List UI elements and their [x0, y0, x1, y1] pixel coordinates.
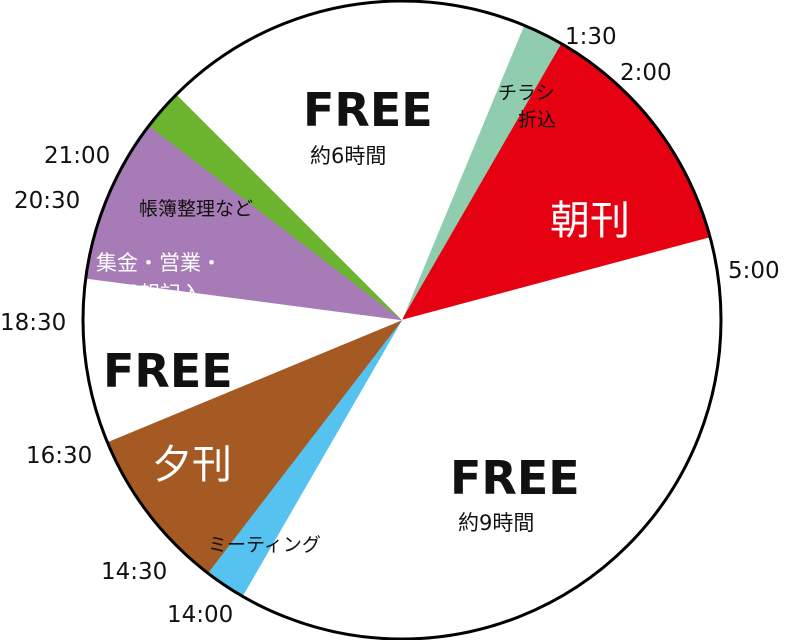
slice-label-free-9h: FREE [450, 451, 580, 505]
time-label-0130: 1:30 [565, 24, 617, 50]
slice-label-shuukin-2: 日報記入 [118, 282, 202, 306]
slice-label-free-6h: FREE [303, 83, 433, 137]
time-label-2030: 20:30 [14, 188, 80, 214]
slice-label-free-6h-sub: 約6時間 [310, 144, 386, 168]
slice-label-choubo: 帳簿整理など [139, 198, 253, 220]
pie-outline [81, 0, 723, 640]
time-label-1830: 18:30 [0, 310, 66, 336]
slice-label-free-9h-sub: 約9時間 [458, 511, 534, 535]
slice-label-shuukin-1: 集金・営業・ [96, 251, 222, 275]
slice-label-choukan: 朝刊 [550, 198, 630, 244]
slice-label-chirashi-1: チラシ [498, 82, 555, 104]
time-label-0500: 5:00 [728, 258, 780, 284]
slice-label-free-evening: FREE [103, 344, 233, 398]
slice-label-yuukan: 夕刊 [152, 442, 232, 488]
time-label-1630: 16:30 [26, 443, 92, 469]
time-label-2100: 21:00 [44, 143, 110, 169]
time-label-1400: 14:00 [167, 602, 233, 628]
time-label-0200: 2:00 [620, 60, 672, 86]
time-label-1430: 14:30 [101, 559, 167, 585]
slice-label-chirashi-2: 折込 [518, 109, 556, 131]
slice-label-meeting: ミーティング [208, 534, 321, 556]
pie-slices [82, 0, 722, 640]
